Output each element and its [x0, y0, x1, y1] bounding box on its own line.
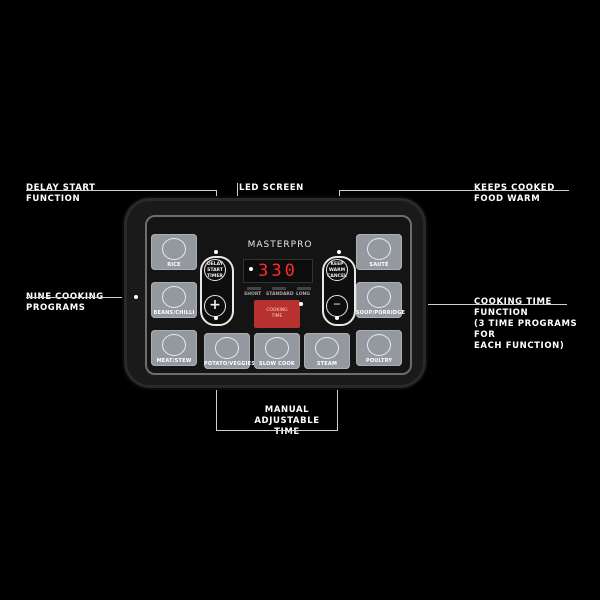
program-rice-button[interactable]: RICE — [151, 234, 197, 270]
led-dot — [249, 267, 253, 271]
manual-dot-left — [214, 316, 218, 320]
minus-label: — — [333, 300, 341, 308]
callout-cooking-time: COOKING TIME FUNCTION (3 TIME PROGRAMS F… — [474, 297, 578, 351]
plus-label: + — [209, 297, 221, 313]
callout-keeps-warm: KEEPS COOKED FOOD WARM — [474, 183, 555, 204]
mode-standard-label: STANDARD — [266, 292, 294, 297]
brand-logo: MASTERPRO — [247, 240, 313, 250]
leader-cooktime-h — [302, 304, 567, 305]
program-slow-cook-button[interactable]: SLOW COOK — [254, 333, 300, 369]
leader-programs-h — [26, 297, 136, 298]
keep-warm-button[interactable] — [326, 259, 348, 281]
mode-long-label: LONG — [296, 292, 310, 297]
programs-dot — [134, 295, 138, 299]
program-steam-button[interactable]: STEAM — [304, 333, 350, 369]
cooktime-dot — [299, 302, 303, 306]
steam-icon — [315, 337, 339, 359]
program-beans-button[interactable]: BEANS/CHILLI — [151, 282, 197, 318]
pan-icon — [367, 238, 391, 260]
rice-bowl-icon — [162, 238, 186, 260]
keep-warm-label: KEEP WARM CANCEL — [327, 262, 347, 279]
leader-delay-h — [26, 190, 216, 191]
beans-icon — [162, 286, 186, 308]
program-poultry-button[interactable]: POULTRY — [356, 330, 402, 366]
delay-start-button[interactable] — [204, 259, 226, 281]
potato-icon — [215, 337, 239, 359]
program-saute-button[interactable]: SAUTÉ — [356, 234, 402, 270]
program-potato-button[interactable]: POTATO/VEGGIES — [204, 333, 255, 369]
warm-dot — [337, 250, 341, 254]
mode-standard-indicator — [272, 287, 286, 290]
cooking-time-button[interactable]: COOKING TIME — [254, 300, 300, 328]
program-soup-button[interactable]: SOUP/PORRIDGE — [356, 282, 405, 318]
meat-icon — [162, 334, 186, 356]
led-screen: 330 — [243, 259, 313, 283]
delay-start-label: DELAY START TIMER — [207, 262, 223, 279]
mode-short-label: SHORT — [244, 292, 262, 297]
program-meat-button[interactable]: MEAT/STEW — [151, 330, 197, 366]
delay-dot — [214, 250, 218, 254]
callout-nine-programs: NINE COOKING PROGRAMS — [26, 292, 104, 313]
leader-manual-b — [216, 430, 338, 431]
callout-manual-time: MANUAL ADJUSTABLE TIME — [254, 405, 320, 437]
callout-delay-start: DELAY START FUNCTION — [26, 183, 96, 204]
soup-bowl-icon — [367, 286, 391, 308]
mode-short-indicator — [247, 287, 261, 290]
manual-dot-right — [335, 316, 339, 320]
chicken-icon — [367, 334, 391, 356]
pot-icon — [265, 337, 289, 359]
callout-led-screen: LED SCREEN — [239, 183, 304, 193]
mode-long-indicator — [297, 287, 311, 290]
leader-warm-h — [339, 190, 569, 191]
